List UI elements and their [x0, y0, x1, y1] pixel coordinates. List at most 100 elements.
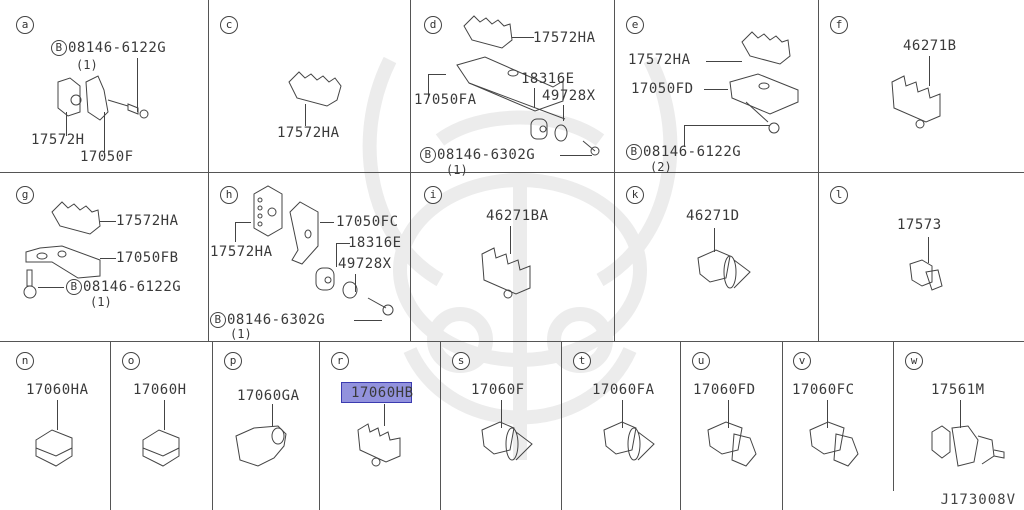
leader-line [57, 400, 58, 430]
leader-line [272, 404, 273, 426]
leader-line [428, 74, 446, 75]
push-clip-icon [481, 421, 533, 461]
leader-line [714, 228, 715, 252]
bracket-icon [456, 56, 600, 156]
leader-line [512, 37, 534, 38]
grid-line [319, 341, 320, 510]
part-number[interactable]: 17572HA [533, 30, 596, 46]
connector-clip-icon [931, 425, 1005, 467]
leader-line [501, 400, 502, 428]
leader-line [684, 125, 685, 147]
diagram-id: J173008V [940, 492, 1016, 508]
part-number[interactable]: 17572H [31, 132, 85, 148]
leader-line [960, 400, 961, 428]
clip-icon [809, 421, 859, 467]
leader-line [355, 274, 356, 292]
part-number[interactable]: 17572HA [210, 244, 273, 260]
leader-line [235, 222, 251, 223]
cell-label: f [830, 16, 848, 34]
leader-line [336, 243, 337, 267]
bolt-b-icon: B [210, 312, 226, 328]
clip-icon [235, 425, 287, 467]
part-number[interactable]: 17060HA [26, 382, 89, 398]
part-number[interactable]: 17050FA [414, 92, 477, 108]
grid-line [680, 341, 681, 510]
part-number[interactable]: 46271D [686, 208, 740, 224]
tube-clamp-icon [741, 31, 791, 65]
part-number[interactable]: 18316E [521, 71, 575, 87]
bolt-b-icon: B [420, 147, 436, 163]
block-clamp-icon [253, 185, 283, 237]
part-number[interactable]: 17572HA [277, 125, 340, 141]
push-clip-icon [603, 421, 655, 461]
part-number[interactable]: 17060FC [792, 382, 855, 398]
part-number[interactable]: 17060H [133, 382, 187, 398]
part-number[interactable]: 17060F [471, 382, 525, 398]
leader-line [100, 221, 116, 222]
part-number[interactable]: 17572HA [628, 52, 691, 68]
clip-icon [481, 247, 531, 299]
cell-label: l [830, 186, 848, 204]
cell-label: u [692, 352, 710, 370]
grid-line [818, 0, 819, 341]
cell-label: g [16, 186, 34, 204]
cell-label: k [626, 186, 644, 204]
bracket-icon [25, 245, 101, 279]
bolt-qty: (2) [650, 160, 672, 174]
part-number[interactable]: 17060FA [592, 382, 655, 398]
leader-line [728, 400, 729, 428]
part-number[interactable]: 18316E [348, 235, 402, 251]
cell-label: p [224, 352, 242, 370]
leader-line [706, 61, 742, 62]
clip-icon [142, 429, 180, 467]
grid-line [782, 341, 783, 510]
bolt-qty: (1) [90, 295, 112, 309]
part-number[interactable]: 17050F [80, 149, 134, 165]
push-clip-icon [697, 249, 751, 289]
bracket-icon [289, 201, 394, 316]
bolt-b-icon: B [626, 144, 642, 160]
grid-line [561, 341, 562, 510]
leader-line [320, 222, 334, 223]
cell-label: s [452, 352, 470, 370]
clip-icon [707, 421, 757, 467]
grid-line [440, 341, 441, 510]
leader-line [38, 287, 64, 288]
part-number[interactable]: 17050FC [336, 214, 399, 230]
leader-line [235, 222, 236, 242]
grid-line [0, 172, 1024, 173]
leader-line [354, 320, 382, 321]
leader-line [563, 105, 564, 121]
cell-label: o [122, 352, 140, 370]
part-number[interactable]: 17050FB [116, 250, 179, 266]
grid-line [0, 341, 1024, 342]
cell-label: h [220, 186, 238, 204]
part-number[interactable]: 17050FD [631, 81, 694, 97]
part-number[interactable]: 17572HA [116, 213, 179, 229]
clip-icon [891, 75, 941, 129]
part-number[interactable]: 46271BA [486, 208, 549, 224]
cell-label: i [424, 186, 442, 204]
part-number[interactable]: 46271B [903, 38, 957, 54]
part-number-highlighted[interactable]: 17060HB [351, 385, 414, 401]
bracket-icon [729, 73, 799, 134]
part-number[interactable]: 17561M [931, 382, 985, 398]
grid-line [614, 0, 615, 341]
cell-label: r [331, 352, 349, 370]
cell-label: t [573, 352, 591, 370]
leader-line [928, 237, 929, 263]
part-number[interactable]: 17573 [897, 217, 942, 233]
part-highlight [341, 382, 412, 403]
part-number[interactable]: 49728X [542, 88, 596, 104]
part-number[interactable]: 49728X [338, 256, 392, 272]
part-number[interactable]: 17060GA [237, 388, 300, 404]
leader-line [164, 400, 165, 430]
leader-line [704, 89, 728, 90]
part-number[interactable]: 17060FD [693, 382, 756, 398]
small-clip-icon [909, 259, 943, 291]
